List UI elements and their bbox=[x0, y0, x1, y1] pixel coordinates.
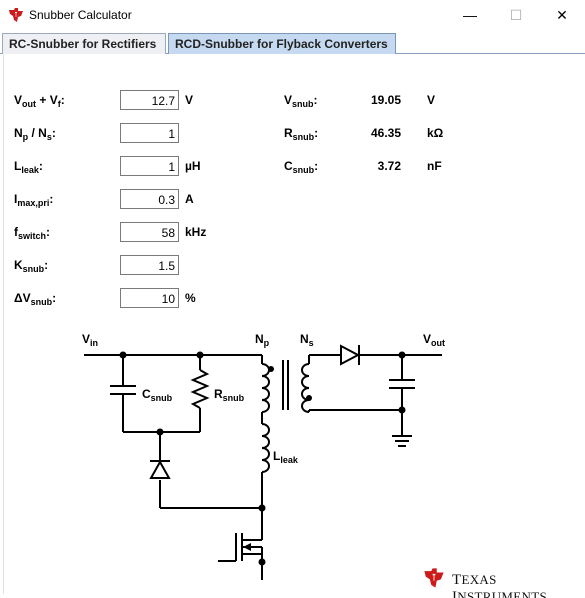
tab-label: RCD-Snubber for Flyback Converters bbox=[175, 37, 388, 51]
fswitch-input[interactable] bbox=[120, 222, 179, 242]
label-rsnub: Rsnub: bbox=[284, 126, 319, 142]
unit-vout-vf: V bbox=[185, 93, 194, 107]
unit-fswitch: kHz bbox=[185, 225, 207, 239]
label-np: Np bbox=[255, 332, 270, 348]
maximize-icon: ☐ bbox=[509, 6, 523, 23]
label-vout-vf: Vout + Vf: bbox=[14, 93, 65, 109]
rcd-snubber-schematic: Vin Np Ns Vout Csnub Rsnub Lleak bbox=[82, 332, 445, 580]
label-vsnub: Vsnub: bbox=[284, 93, 318, 109]
unit-csnub: nF bbox=[427, 159, 442, 173]
panel-border bbox=[3, 54, 4, 594]
csnub-value: 3.72 bbox=[377, 159, 401, 173]
label-vout: Vout bbox=[423, 332, 445, 348]
label-csnub: Csnub: bbox=[284, 159, 319, 175]
vout-vf-input[interactable] bbox=[120, 90, 179, 110]
label-vin: Vin bbox=[82, 332, 98, 348]
unit-lleak: µH bbox=[185, 159, 201, 173]
ti-logo-icon bbox=[9, 8, 23, 22]
minimize-button[interactable]: — bbox=[447, 0, 493, 30]
label-ksnub: Ksnub: bbox=[14, 258, 49, 274]
maximize-button[interactable]: ☐ bbox=[493, 0, 539, 30]
ti-wordmark: TEXAS INSTRUMENTS bbox=[452, 572, 547, 598]
label-fswitch: fswitch: bbox=[14, 225, 51, 241]
label-rsnub: Rsnub bbox=[214, 387, 245, 403]
unit-delta-vsnub: % bbox=[185, 291, 196, 305]
label-lleak-schematic: Lleak bbox=[273, 449, 299, 465]
label-delta-vsnub: ΔVsnub: bbox=[14, 291, 57, 307]
tab-rc-snubber[interactable]: RC-Snubber for Rectifiers bbox=[2, 33, 166, 54]
tab-label: RC-Snubber for Rectifiers bbox=[9, 37, 157, 51]
minimize-icon: — bbox=[463, 7, 477, 23]
texas-instruments-logo: TEXAS INSTRUMENTS bbox=[422, 567, 582, 598]
title-bar: Snubber Calculator — ☐ ✕ bbox=[0, 0, 585, 30]
delta-vsnub-input[interactable] bbox=[120, 288, 179, 308]
tab-strip: RC-Snubber for Rectifiers RCD-Snubber fo… bbox=[0, 30, 585, 54]
tab-rcd-snubber[interactable]: RCD-Snubber for Flyback Converters bbox=[168, 33, 396, 54]
vsnub-value: 19.05 bbox=[370, 93, 401, 107]
label-lleak: Lleak: bbox=[14, 159, 43, 175]
rsnub-value: 46.35 bbox=[370, 126, 401, 140]
lleak-input[interactable] bbox=[120, 156, 179, 176]
label-ns: Ns bbox=[300, 332, 314, 348]
label-turns-ratio: Np / Ns: bbox=[14, 126, 56, 142]
close-icon: ✕ bbox=[556, 6, 568, 23]
label-imax-pri: Imax,pri: bbox=[14, 192, 54, 208]
close-button[interactable]: ✕ bbox=[539, 0, 585, 30]
ti-logo-mark-icon bbox=[424, 568, 444, 588]
turns-ratio-input[interactable] bbox=[120, 123, 179, 143]
label-csnub: Csnub bbox=[142, 387, 173, 403]
unit-rsnub: kΩ bbox=[427, 126, 444, 140]
imax-pri-input[interactable] bbox=[120, 189, 179, 209]
unit-imax-pri: A bbox=[185, 192, 194, 206]
ksnub-input[interactable] bbox=[120, 255, 179, 275]
window-title: Snubber Calculator bbox=[29, 8, 132, 22]
unit-vsnub: V bbox=[427, 93, 436, 107]
